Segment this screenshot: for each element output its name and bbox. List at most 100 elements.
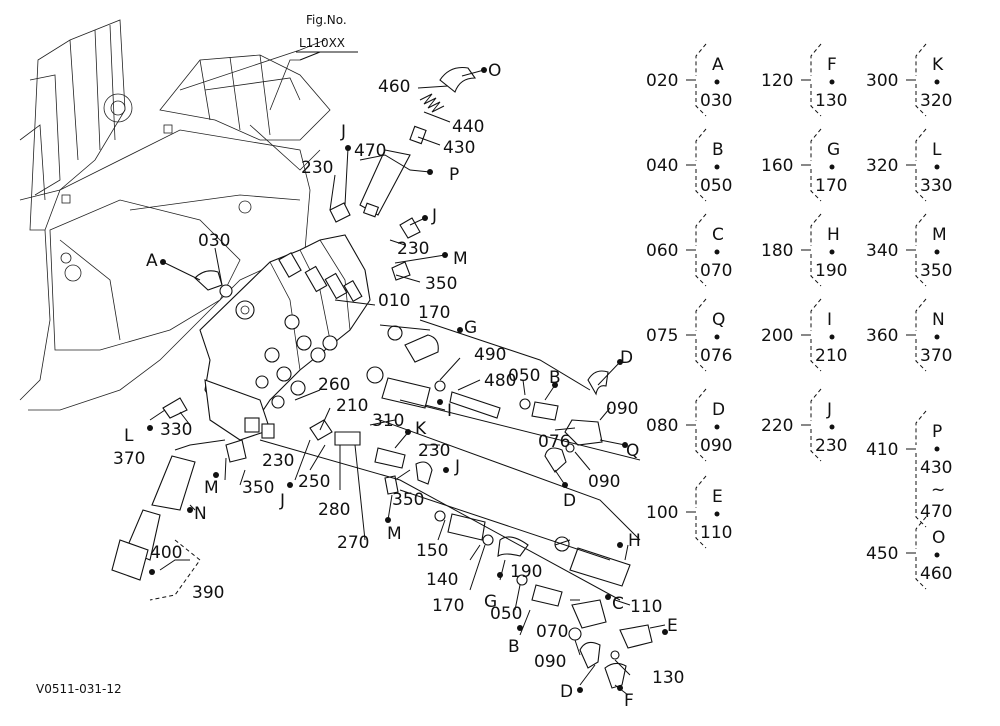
legend-code: 320: [866, 156, 898, 176]
legend-range-end: 470: [920, 502, 952, 522]
callout-label: 050: [490, 604, 522, 624]
callout-label: 310: [372, 411, 404, 431]
callout-label: E: [667, 616, 678, 636]
callout-label: 070: [536, 622, 568, 642]
fig-label: Fig.No.: [306, 13, 347, 27]
legend-letter: E: [712, 487, 723, 507]
legend-letter: D: [712, 400, 725, 420]
callout-label: 230: [397, 239, 429, 259]
callout-label: 230: [301, 158, 333, 178]
callout-label: D: [620, 348, 633, 368]
callout-label: M: [453, 249, 468, 269]
callout-label: 230: [262, 451, 294, 471]
legend-letter: Q: [712, 310, 725, 330]
callout-label: 030: [198, 231, 230, 251]
legend-range-start: 170: [815, 176, 847, 196]
callout-label: D: [563, 491, 576, 511]
callout-label: 150: [416, 541, 448, 561]
legend-range-start: 110: [700, 523, 732, 543]
drawing-code: V0511-031-12: [36, 682, 122, 696]
legend-group: 320 L 330: [866, 128, 952, 202]
legend-range-start: 430: [920, 458, 952, 478]
figure-info: Fig.No. L110XX V0511-031-12: [36, 13, 358, 696]
legend-code: 160: [761, 156, 793, 176]
callout-label: 090: [588, 472, 620, 492]
subassembly-legend: 020A030040B050060C070075Q076080D090100E1…: [646, 43, 952, 590]
callout-label: 430: [443, 138, 475, 158]
callout-label: B: [549, 368, 561, 388]
callout-label: 110: [630, 597, 662, 617]
callout-label: J: [431, 206, 437, 226]
legend-code: 180: [761, 241, 793, 261]
legend-code: 450: [866, 544, 898, 564]
callout-label: M: [387, 524, 402, 544]
control-valve-assembly: [199, 234, 371, 441]
callout-label: A: [146, 251, 158, 271]
legend-range-start: 330: [920, 176, 952, 196]
callout-label: 130: [652, 668, 684, 688]
callout-label: K: [415, 419, 427, 439]
legend-letter: P: [932, 422, 942, 442]
machine-frame-drawing: [19, 19, 331, 411]
callout-label: 440: [452, 117, 484, 137]
legend-letter: N: [932, 310, 945, 330]
legend-letter: G: [827, 140, 840, 160]
legend-code: 220: [761, 416, 793, 436]
callout-label: 090: [534, 652, 566, 672]
callout-label: B: [508, 637, 520, 657]
legend-range-start: 350: [920, 261, 952, 281]
callout-label: J: [279, 491, 285, 511]
fittings-and-hoses: [111, 66, 653, 689]
legend-code: 360: [866, 326, 898, 346]
legend-letter: M: [932, 225, 947, 245]
callout-label: 490: [474, 345, 506, 365]
callout-label: 370: [113, 449, 145, 469]
legend-letter: B: [712, 140, 724, 160]
legend-group: 160 G 170: [761, 128, 847, 202]
callout-dots: [147, 67, 668, 693]
legend-range-mark: ~: [931, 480, 945, 500]
callout-label: Q: [626, 441, 639, 461]
callout-label: 460: [378, 77, 410, 97]
legend-letter: I: [827, 310, 832, 330]
legend-group: 360 N 370: [866, 298, 952, 372]
legend-letter: F: [827, 55, 837, 75]
callout-label: 350: [242, 478, 274, 498]
legend-range-start: 370: [920, 346, 952, 366]
callout-label: D: [560, 682, 573, 702]
legend-letter: C: [712, 225, 724, 245]
callout-label: N: [194, 504, 207, 524]
callout-label: 170: [432, 596, 464, 616]
callout-label: M: [204, 478, 219, 498]
legend-code: 120: [761, 71, 793, 91]
callout-label: 470: [354, 141, 386, 161]
callout-label: 170: [418, 303, 450, 323]
callout-label: 250: [298, 472, 330, 492]
legend-code: 340: [866, 241, 898, 261]
callout-label: J: [454, 457, 460, 477]
callout-label: L: [124, 426, 134, 446]
legend-range-start: 230: [815, 436, 847, 456]
callout-label: 230: [418, 441, 450, 461]
callout-label: O: [488, 61, 501, 81]
legend-letter: A: [712, 55, 724, 75]
legend-letter: L: [932, 140, 942, 160]
callout-label: 400: [150, 543, 182, 563]
legend-range-start: 050: [700, 176, 732, 196]
legend-letter: H: [827, 225, 840, 245]
legend-code: 300: [866, 71, 898, 91]
callout-label: 076: [538, 432, 570, 452]
legend-range-start: 076: [700, 346, 732, 366]
legend-range-start: 070: [700, 261, 732, 281]
